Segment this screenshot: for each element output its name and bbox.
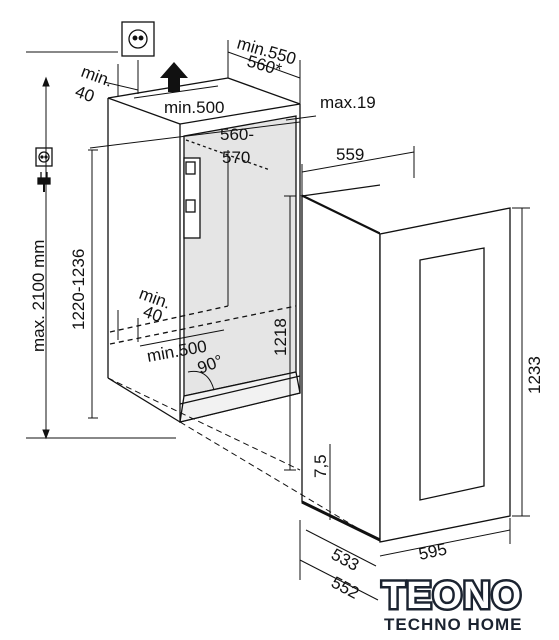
niche-height-max-label: max. 2100 mm [29,240,48,352]
airflow-arrow-icon [160,62,188,92]
teono-logo: TEONO TECHNO HOME [380,573,524,635]
appliance-depth-label: 533 [328,545,362,575]
socket-icon [121,21,155,57]
wine-cooler [299,149,511,543]
dimension-lines [26,40,530,601]
vent-icon [183,157,201,239]
niche-height-range-label: 1220-1236 [69,249,88,330]
niche-width-bottom-label: 570 [222,148,250,167]
front-offset-max-label: max.19 [320,93,376,112]
plug-icon [35,147,53,192]
top-opening-min-label: min.500 [164,98,224,117]
door-width-label: 595 [417,539,449,563]
niche-cabinet [107,77,301,423]
logo-brand: TEONO [382,575,522,617]
appliance-width-label: 559 [336,145,364,164]
door-height-label: 1218 [271,318,290,356]
top-gap-value-label: 40 [73,82,97,106]
base-offset-label: 7,5 [311,454,330,478]
niche-width-top-label: 560- [220,125,254,144]
appliance-height-label: 1233 [525,356,544,394]
logo-tagline: TECHNO HOME [384,615,523,634]
